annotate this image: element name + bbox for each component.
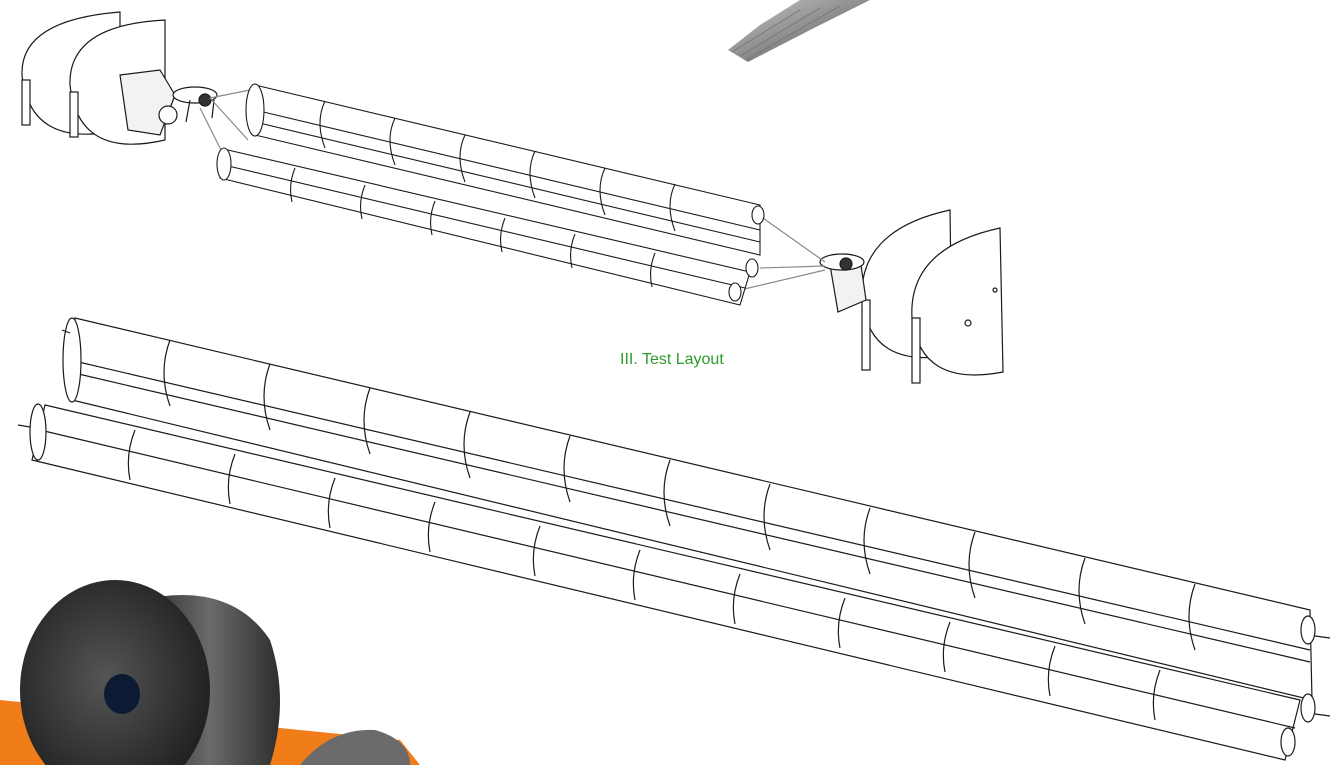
test-layout-caption: III. Test Layout — [620, 351, 724, 368]
cable-photo-icon — [728, 0, 870, 62]
right-end-float-pair — [829, 209, 1004, 384]
left-end-float-pair — [21, 11, 178, 145]
lower-buoy-assembly — [17, 317, 1331, 761]
rubber-part-photo — [20, 580, 410, 765]
upper-buoy-assembly — [216, 83, 765, 306]
left-mooring-hardware — [172, 86, 218, 123]
right-mooring-hardware — [819, 253, 865, 271]
mooring-lines — [199, 89, 826, 291]
